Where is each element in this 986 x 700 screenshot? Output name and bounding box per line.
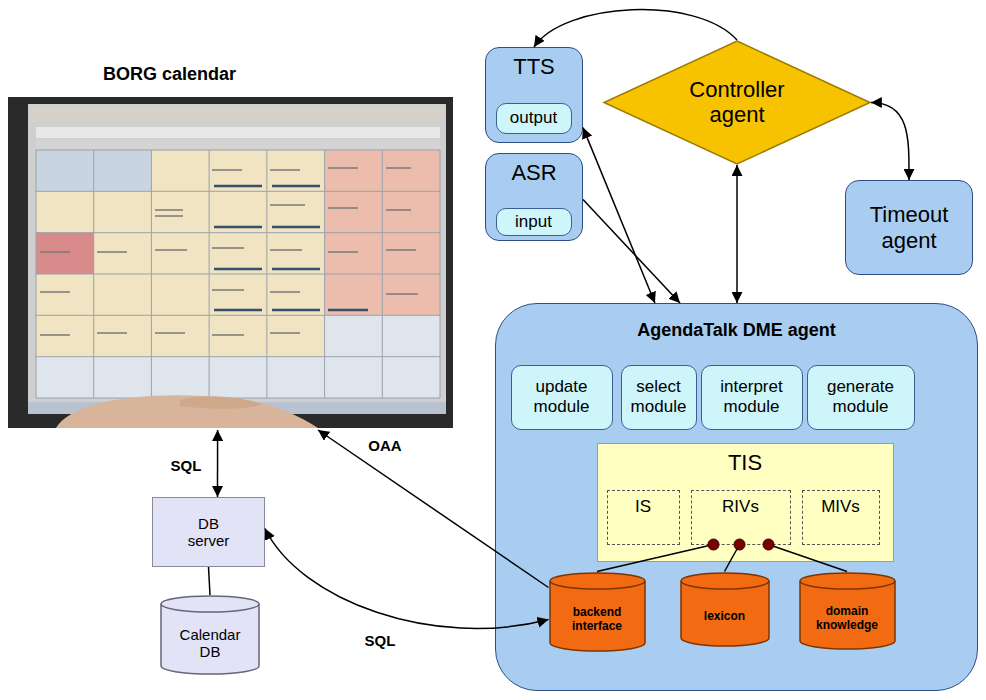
shape-body	[800, 573, 895, 649]
connector	[583, 128, 655, 303]
screen	[28, 104, 446, 414]
node-label: lexicon	[704, 610, 745, 624]
variable-box: MIVs	[802, 490, 880, 545]
connector	[217, 430, 219, 497]
edge-label: SQL	[169, 457, 204, 475]
agent-container: AgendaTalk DME agent update module select …	[495, 303, 978, 691]
database-cylinder: Calendar DB	[160, 595, 260, 675]
resource-cylinder-outline	[680, 572, 770, 647]
connector	[769, 545, 848, 572]
connector	[597, 545, 714, 572]
connector	[318, 430, 549, 588]
menu-bar	[30, 108, 444, 122]
event-marks	[40, 168, 418, 335]
node-label: update module	[512, 377, 612, 416]
agent-box: Timeout agent	[845, 180, 973, 275]
node-label: backend interface	[549, 606, 646, 634]
node-label: AgendaTalk DME agent	[637, 320, 836, 341]
module-box: update module	[511, 365, 613, 430]
edge-label: SQL	[363, 632, 398, 650]
node-label: output	[510, 108, 557, 128]
shape-rim	[161, 604, 259, 612]
resource-cylinder: backend interface	[549, 572, 646, 652]
monitor-bezel	[8, 97, 453, 428]
shape-body	[550, 573, 645, 651]
agent-box: ASR input	[485, 153, 583, 241]
module-box: output	[496, 103, 572, 134]
shape-body	[161, 596, 259, 674]
node-label: TTS	[513, 54, 555, 79]
connector-dot	[734, 539, 745, 550]
hand	[56, 395, 318, 428]
node-label: interpret module	[702, 377, 802, 416]
node-label: RIVs	[722, 497, 759, 517]
calendar-cells	[36, 357, 325, 398]
server-box: DB server	[152, 497, 265, 567]
node-label: select module	[622, 377, 696, 416]
connector	[583, 200, 680, 303]
grid-lines	[36, 150, 440, 398]
node-label: IS	[635, 497, 651, 517]
node-label: generate module	[808, 377, 914, 416]
connector-dot	[763, 539, 774, 550]
shape-body	[604, 41, 870, 164]
module-box: input	[496, 208, 572, 236]
node-label: input	[515, 212, 552, 232]
resource-cylinder: lexicon	[680, 572, 770, 647]
connector	[265, 529, 549, 629]
node-label: domain knowledge	[799, 605, 896, 633]
screenshot-frame: BORG calendar	[8, 62, 454, 430]
variable-box: RIVs	[691, 490, 791, 545]
shape-rim	[800, 581, 895, 589]
shape-body	[681, 573, 769, 646]
node-label: BORG calendar	[103, 64, 236, 85]
resource-cylinder: domain knowledge	[799, 572, 896, 650]
variable-box: IS	[607, 490, 680, 545]
month-header	[36, 127, 440, 138]
connector	[209, 567, 211, 595]
event-bars	[214, 186, 368, 310]
connector	[534, 10, 737, 47]
finger	[180, 397, 262, 409]
agent-box: TTS output	[485, 47, 583, 143]
node-label: DB server	[179, 515, 239, 550]
connector-dot	[708, 539, 719, 550]
calendar-cells	[36, 233, 94, 274]
node-label: MIVs	[821, 497, 860, 517]
node-label: ASR	[511, 160, 556, 185]
connector	[736, 165, 738, 303]
calendar-grid	[36, 150, 440, 398]
node-label: Controller agent	[677, 77, 797, 128]
edge-label: OAA	[366, 437, 403, 455]
module-box: interpret module	[701, 365, 803, 430]
shape-rim	[681, 581, 769, 589]
node-label: TIS	[728, 450, 762, 475]
node-label: Timeout agent	[846, 202, 972, 253]
controller-diamond: Controller agent	[603, 40, 871, 165]
node-label: Calendar DB	[175, 626, 245, 661]
connector	[871, 103, 909, 181]
shape-rim	[550, 581, 645, 589]
module-box: select module	[621, 365, 697, 430]
weekday-header	[36, 139, 440, 149]
module-box: generate module	[807, 365, 915, 430]
